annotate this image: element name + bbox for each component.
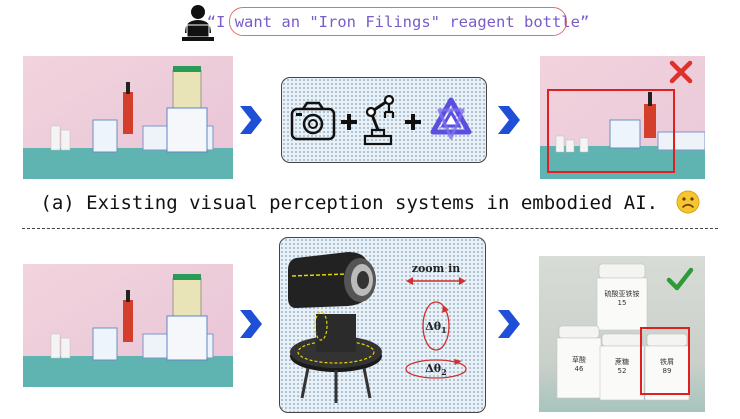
user-laptop-icon (182, 5, 214, 41)
check-mark-icon (666, 267, 694, 291)
request-text: “I want an "Iron Filings" reagent bottle… (206, 12, 590, 31)
plus-icon (341, 114, 357, 130)
gimbal-camera-illustration (288, 252, 382, 403)
arrow-icon (240, 106, 262, 134)
speech-bubble: “I want an "Iron Filings" reagent bottle… (207, 7, 589, 36)
scene-image-a (23, 56, 233, 179)
sad-face-icon (676, 190, 700, 214)
bottle-label: 硫酸亚铁铵 15 (604, 290, 640, 307)
arrow-icon (498, 106, 520, 134)
rotation-arrow-vertical (422, 301, 450, 351)
scene-image-b (23, 264, 233, 387)
bottle-label: 草酸 46 (572, 356, 586, 373)
caption-a: (a) Existing visual perception systems i… (0, 190, 740, 214)
caption-a-text: (a) Existing visual perception systems i… (40, 192, 659, 214)
bottle-shapes (556, 263, 690, 401)
plus-icon (405, 114, 421, 130)
delta-theta-2-label: Δθ2 (425, 362, 447, 378)
rotation-arrow-horizontal (405, 359, 467, 379)
section-divider (22, 228, 718, 229)
delta-theta-1-label: Δθ1 (425, 320, 447, 336)
robot-arm-icon (363, 94, 395, 146)
zoom-in-arrow (406, 277, 466, 285)
camera-icon (290, 101, 336, 141)
ai-model-icon (430, 97, 472, 140)
arrow-icon (240, 310, 262, 338)
result-image-b: 硫酸亚铁铵 15 草酸 46 蔗糖 52 铁屑 89 (539, 256, 705, 412)
cross-mark-icon (669, 60, 693, 84)
bottle-label: 蔗糖 52 (615, 358, 629, 375)
zoom-in-label: zoom in (411, 262, 461, 275)
bottle-label-target: 铁屑 89 (660, 358, 674, 375)
arrow-icon (498, 310, 520, 338)
